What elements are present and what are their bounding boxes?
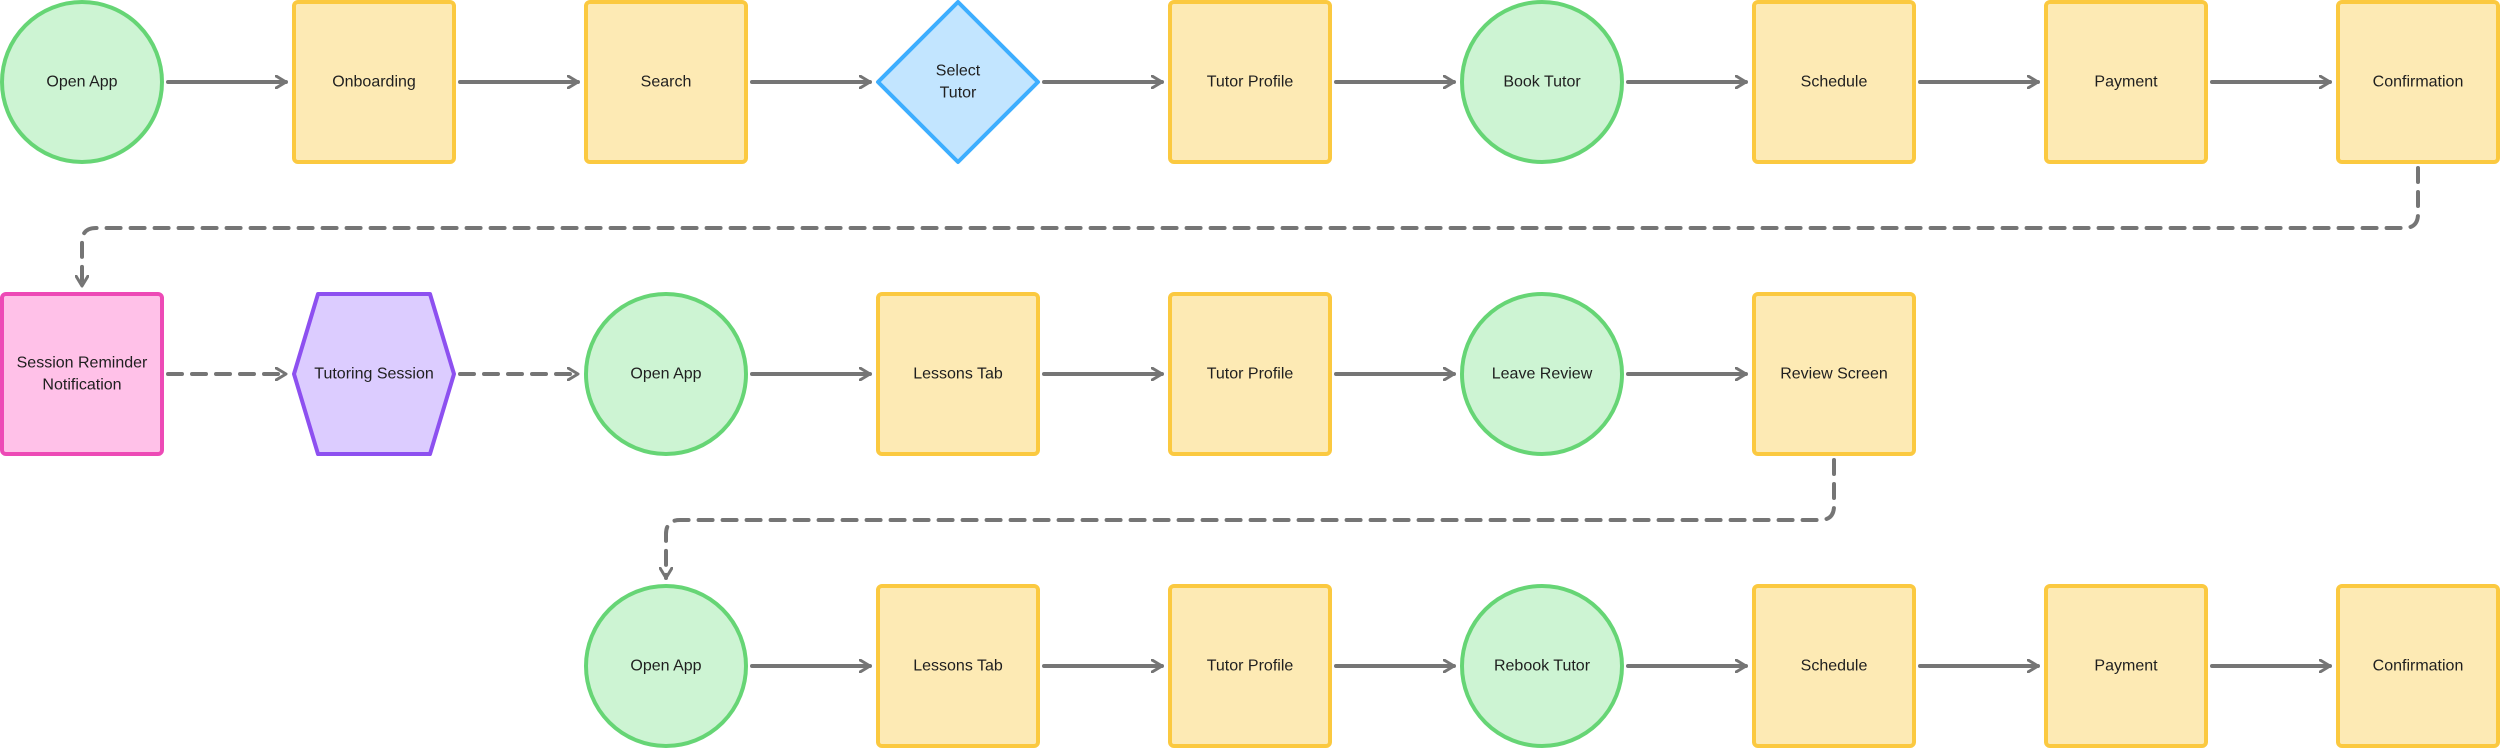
rect-shape — [584, 0, 748, 164]
rect-shape — [1168, 292, 1332, 456]
circle-shape — [1460, 0, 1624, 164]
node-label: Lessons Tab — [913, 366, 1003, 383]
node-label: Tutor Profile — [1207, 74, 1294, 91]
circle-shape — [584, 292, 748, 456]
node-label: Confirmation — [2373, 658, 2464, 675]
r2-tutor-profile-node[interactable]: Tutor Profile — [1168, 292, 1332, 456]
r1-tutor-profile-node[interactable]: Tutor Profile — [1168, 0, 1332, 164]
r3-tutor-profile-node[interactable]: Tutor Profile — [1168, 584, 1332, 748]
node-label: Payment — [2094, 74, 2158, 91]
rect-shape — [2044, 0, 2208, 164]
node-label: Tutor — [940, 85, 977, 102]
r3-lessons-tab-node[interactable]: Lessons Tab — [876, 584, 1040, 748]
node-label: Review Screen — [1780, 366, 1888, 383]
node-label: Search — [641, 74, 692, 91]
node-label: Open App — [46, 74, 117, 91]
r1-search-node[interactable]: Search — [584, 0, 748, 164]
hexagon-shape — [292, 292, 456, 456]
node-label: Confirmation — [2373, 74, 2464, 91]
connectors — [82, 82, 2420, 666]
r3-payment-node[interactable]: Payment — [2044, 584, 2208, 748]
connector-r2-review-screen-to-r3-open-app — [666, 458, 1836, 580]
node-label: Schedule — [1801, 658, 1868, 675]
node-label: Leave Review — [1492, 366, 1593, 383]
node-label: Payment — [2094, 658, 2158, 675]
node-label: Tutor Profile — [1207, 366, 1294, 383]
rect-shape — [1752, 292, 1916, 456]
rect-shape — [876, 584, 1040, 748]
node-label: Select — [936, 63, 981, 80]
node-label: Onboarding — [332, 74, 416, 91]
r3-rebook-tutor-node[interactable]: Rebook Tutor — [1460, 584, 1624, 748]
rect-shape — [1752, 584, 1916, 748]
rect-shape — [1752, 0, 1916, 164]
r1-onboarding-node[interactable]: Onboarding — [292, 0, 456, 164]
r1-schedule-node[interactable]: Schedule — [1752, 0, 1916, 164]
r2-tutoring-session-node[interactable]: Tutoring Session — [292, 292, 456, 456]
rect-shape — [876, 292, 1040, 456]
node-label: Session Reminder — [17, 355, 148, 372]
r2-review-screen-node[interactable]: Review Screen — [1752, 292, 1916, 456]
r1-payment-node[interactable]: Payment — [2044, 0, 2208, 164]
rect-shape — [1168, 0, 1332, 164]
node-label: Rebook Tutor — [1494, 658, 1591, 675]
rect-shape — [2044, 584, 2208, 748]
r2-lessons-tab-node[interactable]: Lessons Tab — [876, 292, 1040, 456]
r2-open-app-node[interactable]: Open App — [584, 292, 748, 456]
r1-open-app-node[interactable]: Open App — [0, 0, 164, 164]
circle-shape — [0, 0, 164, 164]
rect-shape — [0, 292, 164, 456]
rect-shape — [1168, 584, 1332, 748]
connector-r1-confirmation-to-r2-session-reminder — [82, 166, 2420, 288]
node-label: Notification — [42, 377, 121, 394]
node-label: Tutor Profile — [1207, 658, 1294, 675]
circle-shape — [584, 584, 748, 748]
node-label: Book Tutor — [1503, 74, 1581, 91]
node-label: Tutoring Session — [314, 366, 433, 383]
rect-shape — [2336, 584, 2500, 748]
r1-book-tutor-node[interactable]: Book Tutor — [1460, 0, 1624, 164]
r3-open-app-node[interactable]: Open App — [584, 584, 748, 748]
node-label: Schedule — [1801, 74, 1868, 91]
r1-confirmation-node[interactable]: Confirmation — [2336, 0, 2500, 164]
r3-schedule-node[interactable]: Schedule — [1752, 584, 1916, 748]
r2-leave-review-node[interactable]: Leave Review — [1460, 292, 1624, 456]
rect-shape — [2336, 0, 2500, 164]
node-label: Open App — [630, 366, 701, 383]
circle-shape — [1460, 292, 1624, 456]
node-label: Lessons Tab — [913, 658, 1003, 675]
r3-confirmation-node[interactable]: Confirmation — [2336, 584, 2500, 748]
diamond-shape — [876, 0, 1040, 164]
rect-shape — [292, 0, 456, 164]
node-label: Open App — [630, 658, 701, 675]
circle-shape — [1460, 584, 1624, 748]
